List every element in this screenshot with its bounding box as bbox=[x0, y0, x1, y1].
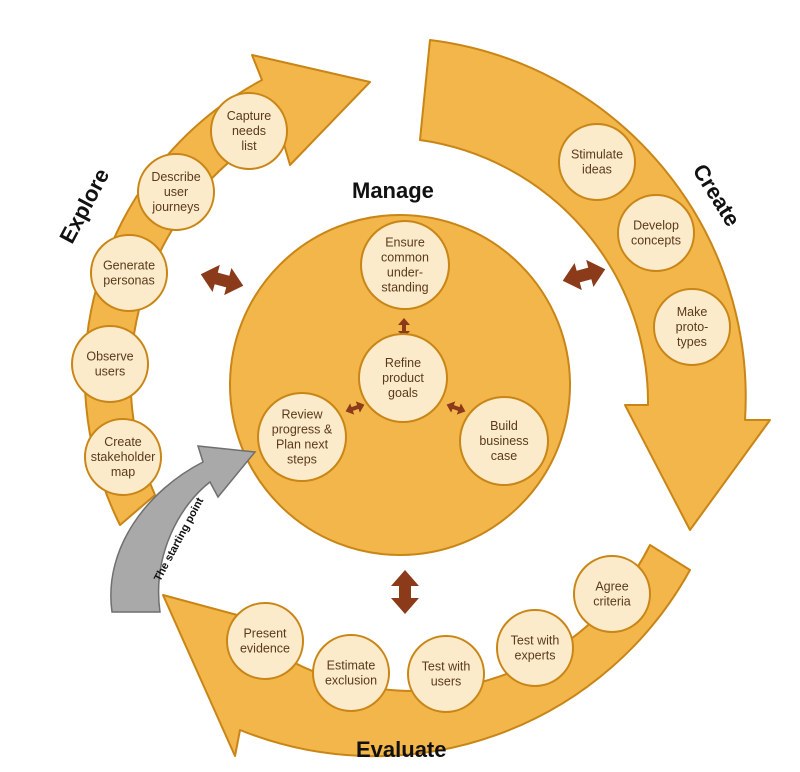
bubble-text-line: progress & bbox=[272, 423, 333, 437]
bubble-text-line: steps bbox=[287, 453, 317, 467]
create-manage-double-arrow-icon bbox=[562, 259, 606, 291]
phase-manage-label: Manage bbox=[352, 178, 434, 203]
build-refine-arrow-icon bbox=[446, 401, 466, 415]
bubble-text-line: exclusion bbox=[325, 674, 377, 688]
ensure-refine-arrow-icon bbox=[398, 318, 410, 338]
explore-manage-double-arrow-icon bbox=[200, 264, 244, 296]
bubble-text-line: Test with bbox=[422, 660, 471, 674]
review-refine-arrow-icon bbox=[345, 401, 365, 415]
bubble-text-line: user bbox=[164, 185, 188, 199]
bubble-text-line: Generate bbox=[103, 259, 155, 273]
bubble-text-line: Refine bbox=[385, 356, 421, 370]
bubble-text-line: business bbox=[479, 434, 528, 448]
bubble-text-line: stakeholder bbox=[91, 450, 156, 464]
bubble-text-line: experts bbox=[515, 649, 556, 663]
bubble-text-line: types bbox=[677, 335, 707, 349]
bubble-text-line: Ensure bbox=[385, 236, 425, 250]
bubble-text-line: personas bbox=[103, 274, 154, 288]
bubble-text-line: map bbox=[111, 465, 135, 479]
bubble-text-line: Develop bbox=[633, 219, 679, 233]
bubble-text-line: Create bbox=[104, 435, 142, 449]
bubble-text-line: journeys bbox=[151, 200, 199, 214]
bubble-text-line: criteria bbox=[593, 595, 631, 609]
bubble-text-line: proto- bbox=[676, 320, 709, 334]
bubble-text-line: ideas bbox=[582, 163, 612, 177]
bubble-text-line: Review bbox=[282, 408, 324, 422]
starting-point-arrow bbox=[110, 445, 257, 613]
phase-evaluate-label: Evaluate bbox=[356, 737, 447, 762]
bubble-text-line: Stimulate bbox=[571, 148, 623, 162]
evaluate-manage-double-arrow-icon bbox=[391, 570, 419, 614]
create-ring-segment bbox=[419, 39, 771, 531]
bubble-text-line: Test with bbox=[511, 634, 560, 648]
bubble-text-line: Observe bbox=[86, 350, 133, 364]
bubble-text-line: concepts bbox=[631, 234, 681, 248]
bubble-text-line: users bbox=[95, 365, 126, 379]
bubble-text-line: evidence bbox=[240, 642, 290, 656]
bubble-text-line: users bbox=[431, 675, 462, 689]
bubble-text-line: common bbox=[381, 251, 429, 265]
bubble-text-line: Agree bbox=[595, 580, 628, 594]
bubble-text-line: Make bbox=[677, 305, 708, 319]
bubble-text-line: standing bbox=[381, 281, 428, 295]
bubble-text-line: under- bbox=[387, 266, 423, 280]
phase-explore-label: Explore bbox=[54, 164, 114, 247]
bubble-text-line: goals bbox=[388, 386, 418, 400]
bubble-text-line: Build bbox=[490, 419, 518, 433]
bubble-text-line: Describe bbox=[151, 170, 200, 184]
bubble-text-line: Plan next bbox=[276, 438, 329, 452]
bubble-text-line: needs bbox=[232, 124, 266, 138]
bubble-text-line: product bbox=[382, 371, 424, 385]
bubble-text-line: Capture bbox=[227, 109, 272, 123]
bubble-text-line: list bbox=[241, 139, 257, 153]
bubble-text-line: Estimate bbox=[327, 659, 376, 673]
bubble-text-line: Present bbox=[243, 627, 287, 641]
bubble-text-line: case bbox=[491, 449, 517, 463]
